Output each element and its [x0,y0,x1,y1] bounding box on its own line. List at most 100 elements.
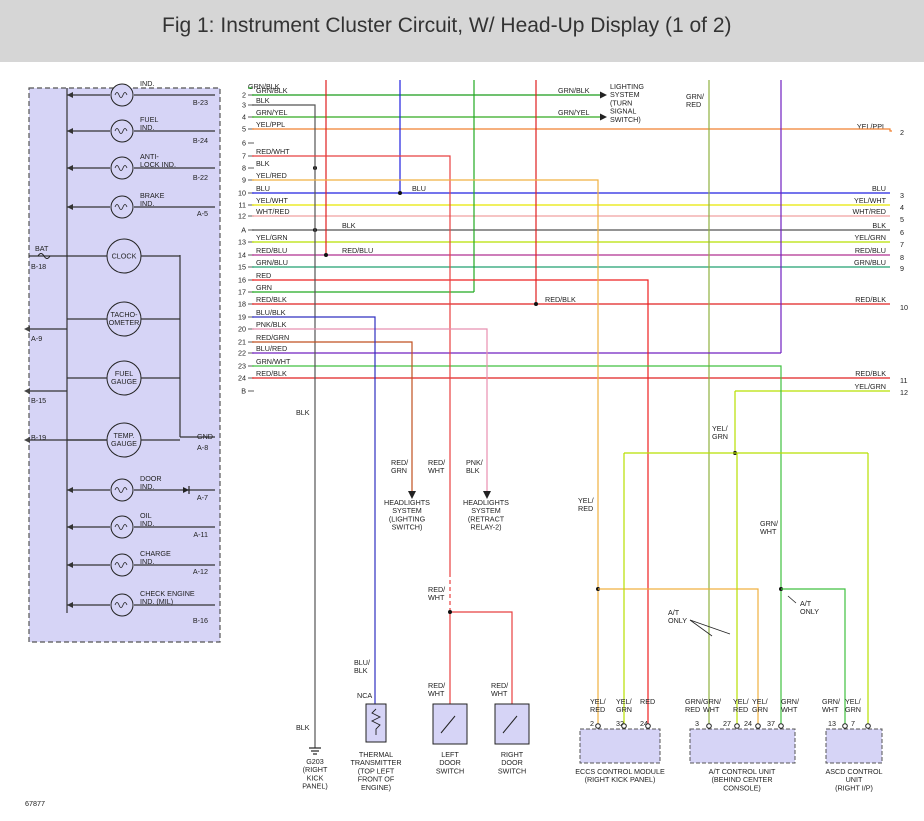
gnd-pin-label: A-8 [197,443,208,452]
right-pin-label: 5 [900,215,904,224]
splice-dot [324,253,328,257]
connector-pin: 4 [242,113,246,122]
right-pin-label: 3 [900,191,904,200]
wire-label: BLK [256,159,270,168]
indicator-arrow-icon [67,92,73,98]
inline-label: GRN/WHT [760,519,778,536]
connector-pin: 24 [238,374,246,383]
pin-socket-icon [706,723,712,729]
inline-label: RED/BLK [545,295,576,304]
arrow-down-icon [408,491,416,499]
pin-label: B-19 [31,433,46,442]
pin-socket-icon [778,723,784,729]
wire-label: RED/GRN [256,333,289,342]
module-wire-label: RED [640,697,655,706]
wire-red-wht-door2 [450,611,513,712]
gnd-label: GND [197,432,213,441]
indicator-bulb-icon [110,156,134,180]
note-pointer [689,619,731,635]
inline-label: GRN/BLK [558,86,590,95]
indicator-bulb-icon [110,119,134,143]
right-wire-label: RED/BLU [855,246,886,255]
bulb-filament-icon [114,562,128,568]
indicator-pin-label: A-11 [193,530,208,539]
splice-dot [398,191,402,195]
indicator-bulb-icon [110,553,134,577]
wire-label: RED [256,271,271,280]
connector-pin: 17 [238,288,246,297]
indicator-pin-label: B-23 [193,98,208,107]
wire-label: YEL/PPL [256,120,285,129]
connector-pin: 9 [242,176,246,185]
wire-grn-wht-branch [781,588,846,724]
pin-socket-icon [865,723,871,729]
module-pin-label: 24 [744,719,752,728]
wire-label: BLK [256,96,270,105]
pin-label: A-9 [31,334,42,343]
module-wire-label: YEL/RED [590,697,606,714]
wire-blk-ground [252,104,316,748]
module-wire-label: YEL/GRN [845,697,861,714]
right-pin-label: 11 [900,376,907,385]
inline-label: BLU [412,184,426,193]
indicator-bulb-icon [110,593,134,617]
wire-pnk-blk [252,328,488,492]
right-wire-label: YEL/WHT [854,196,887,205]
module-pin-label: 27 [723,719,731,728]
module-wire-label: GRN/WHT [781,697,799,714]
wire-label: YEL/GRN [256,233,288,242]
bat-label: BAT [35,244,49,253]
wire-label: BLU/BLK [256,308,286,317]
inline-label: RED/WHT [428,458,445,475]
bulb-filament-icon [114,524,128,530]
right-wire-label: YEL/PPL [857,122,886,131]
indicator-arrow-icon [67,128,73,134]
wire-label: GRN/BLK [248,82,280,91]
ascd-unit-icon [825,728,883,764]
inline-label: BLK [296,408,310,417]
module-wire-label: GRN/WHT [703,697,721,714]
note-pointer [689,619,713,637]
wire-label: BLU [256,184,270,193]
indicator-arrow-icon [67,602,73,608]
right-pin-label: 9 [900,264,904,273]
left-door-switch-icon [432,703,468,745]
right-wire-label: BLU [872,184,886,193]
arrow-right-icon [600,91,607,99]
inline-label: BLK [342,221,356,230]
indicator-bulb-icon [110,515,134,539]
pin-socket-icon [842,723,848,729]
arrow-right-icon [600,113,607,121]
wire-label: GRN/WHT [256,357,291,366]
right-wire-label: WHT/RED [852,207,886,216]
indicator-arrow-icon [67,165,73,171]
switch-contact [502,715,518,734]
wire-label: PNK/BLK [256,320,287,329]
pin-socket-icon [621,723,627,729]
eccs-module-icon [579,728,661,764]
inline-label: GRN/RED [686,92,704,109]
wire-label: RED/WHT [256,147,290,156]
indicator-pin-label: A-12 [193,567,208,576]
connector-pin: 21 [238,338,246,347]
indicator-arrow-icon [67,204,73,210]
inline-label: YEL/GRN [712,424,728,441]
indicator-bulb-icon [110,478,134,502]
right-door-switch-icon [494,703,530,745]
inline-label: YEL/RED [578,496,594,513]
gauge-label: TEMP.GAUGE [111,431,137,448]
right-wire-label: YEL/GRN [854,233,886,242]
right-pin-label: 6 [900,228,904,237]
right-wire-label: YEL/GRN [854,382,886,391]
inline-label: RED/WHT [428,681,445,698]
inline-label: RED/WHT [491,681,508,698]
pin-socket-icon [595,723,601,729]
connector-pin: A [241,226,246,235]
